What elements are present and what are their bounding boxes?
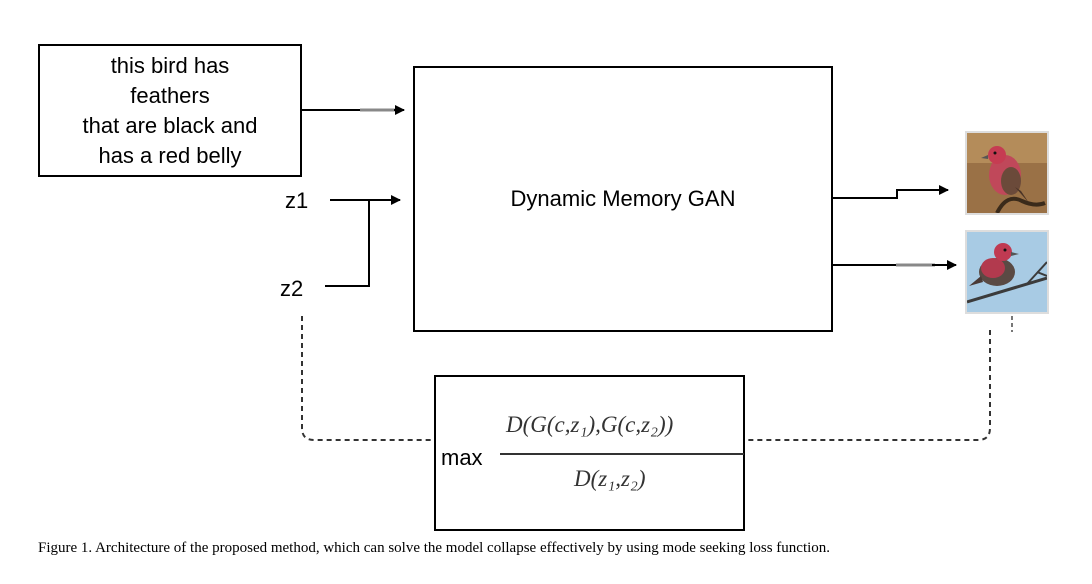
prompt-line: that are black and [82, 112, 258, 138]
generator-box: Dynamic Memory GAN [413, 66, 833, 332]
prompt-line: feathers [130, 82, 210, 108]
loss-operator: max [441, 445, 483, 470]
mode-seeking-loss-box: max D(G(c,z₁),G(c,z₂)) D(z₁,z₂) [434, 375, 745, 531]
fraction-bar [500, 453, 744, 455]
z1-label: z1 [285, 188, 309, 213]
prompt-line: has a red belly [98, 142, 242, 168]
figure-caption: Figure 1. Architecture of the proposed m… [38, 540, 831, 556]
loss-numerator: D(G(c,z₁),G(c,z₂)) [506, 412, 674, 437]
bird-output-2-icon [966, 232, 1048, 312]
z2-label: z2 [280, 276, 304, 301]
z2-connector [325, 200, 370, 287]
generator-label: Dynamic Memory GAN [510, 186, 736, 211]
bird-image-icon [965, 131, 1049, 215]
prompt-line: this bird has [110, 52, 230, 78]
text-prompt-box: this bird has feathers that are black an… [38, 44, 302, 177]
loss-denominator: D(z₁,z₂) [574, 466, 646, 491]
gan-to-output1-arrow [833, 185, 949, 199]
z2-to-loss-dashed [301, 316, 434, 441]
bird-output-1-icon [967, 133, 1047, 214]
output-to-loss-dashed [745, 316, 1013, 441]
bird-image-icon [965, 230, 1049, 314]
